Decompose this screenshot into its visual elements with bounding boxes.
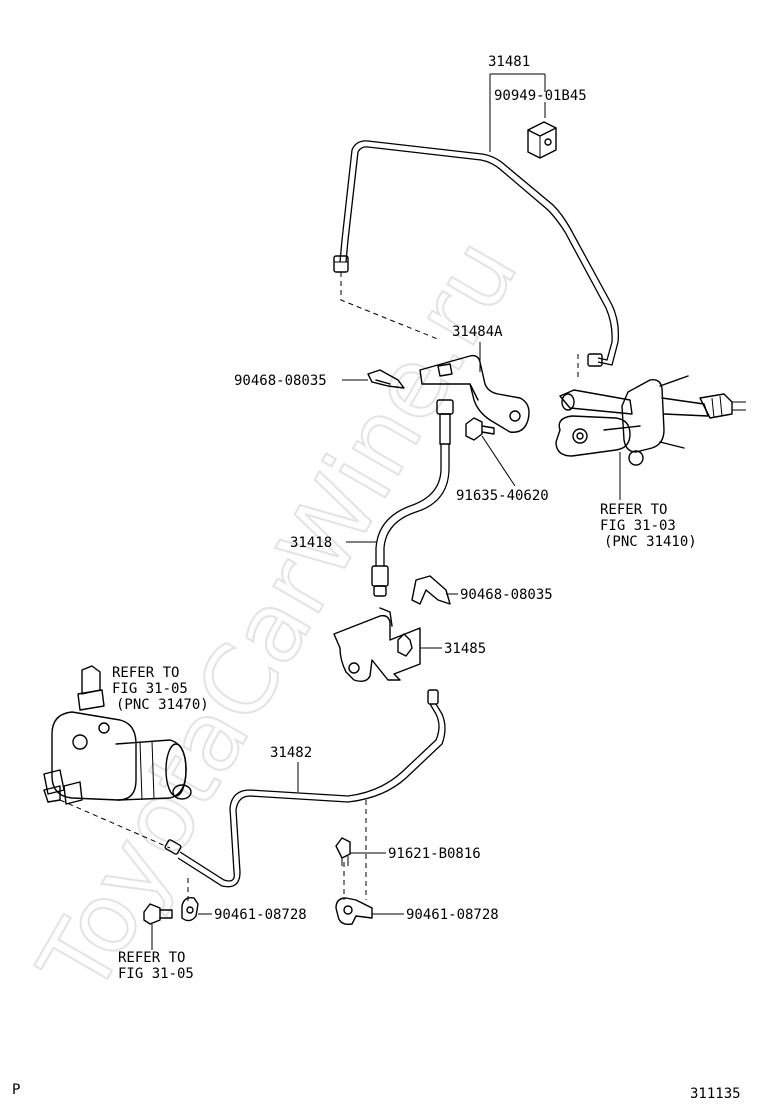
guide-dash-release [59,799,171,849]
refer-bottom-line2: FIG 31-05 [118,966,194,982]
label-31418: 31418 [290,535,332,551]
clip-90468-upper [367,369,405,389]
clamp-90461-right [335,897,373,926]
label-31484A: 31484A [452,324,503,340]
refer-left-line2: FIG 31-05 [112,681,188,697]
label-90949-01B45: 90949-01B45 [494,88,587,104]
corner-mark: P [12,1082,20,1098]
figure-number: 311135 [690,1086,741,1102]
label-90468-08035-upper: 90468-08035 [234,373,327,389]
bracket-31485 [333,607,421,683]
leader-31481 [489,73,546,152]
label-90468-08035-lower: 90468-08035 [460,587,553,603]
refer-left-line1: REFER TO [112,665,179,681]
label-31481: 31481 [488,54,530,70]
label-31485: 31485 [444,641,486,657]
leader-91635 [481,435,516,487]
refer-bottom-line1: REFER TO [118,950,185,966]
bolt-refer-bottom [143,903,173,925]
label-31482: 31482 [270,745,312,761]
clamp-90461-left [181,896,199,922]
tube-31482 [164,689,446,888]
hose-31418 [371,399,454,597]
label-90461-08728-left: 90461-08728 [214,907,307,923]
master-cylinder [555,375,746,466]
guide-dash-top [340,272,441,341]
clip-90468-lower [411,575,451,605]
refer-top-line1: REFER TO [600,502,667,518]
release-cylinder [43,665,192,805]
bolt-91635 [465,417,495,441]
bolt-91621 [335,837,351,866]
label-90461-08728-right: 90461-08728 [406,907,499,923]
label-91621-B0816: 91621-B0816 [388,846,481,862]
refer-top-line2: FIG 31-03 [600,518,676,534]
refer-top-line3: (PNC 31410) [604,534,697,550]
clamp-90949 [527,121,557,159]
label-91635-40620: 91635-40620 [456,488,549,504]
refer-left-line3: (PNC 31470) [116,697,209,713]
